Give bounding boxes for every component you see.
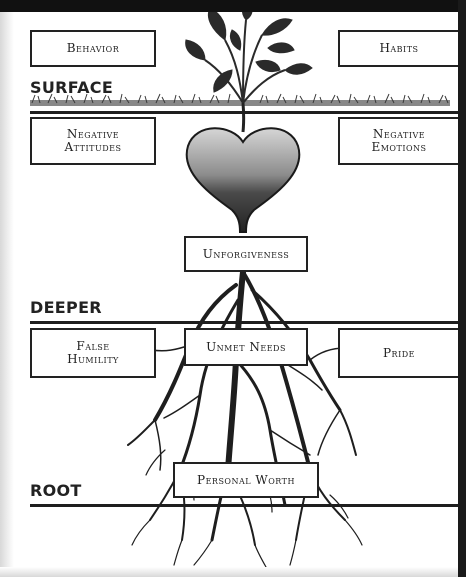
negative-emotions-box: Negative Emotions	[338, 117, 460, 165]
right-border	[458, 0, 466, 577]
negative-emotions-label-line2: Emotions	[371, 141, 426, 154]
unforgiveness-label: Unforgiveness	[203, 248, 290, 261]
level-label-surface: SURFACE	[30, 78, 113, 97]
habits-label: Habits	[379, 42, 418, 55]
roots	[128, 272, 362, 567]
personal-worth-box: Personal Worth	[173, 462, 319, 498]
behavior-label: Behavior	[67, 42, 120, 55]
false-humility-label-line2: Humility	[67, 353, 119, 366]
negative-attitudes-box: Negative Attitudes	[30, 117, 156, 165]
level-label-root: ROOT	[30, 481, 82, 500]
top-border	[0, 0, 466, 12]
habits-box: Habits	[338, 30, 460, 67]
unmet-needs-label: Unmet Needs	[206, 341, 286, 354]
bottom-scan-shade	[0, 567, 466, 577]
unmet-needs-box: Unmet Needs	[184, 328, 308, 366]
deeper-divider	[30, 321, 460, 324]
root-divider	[30, 504, 460, 507]
false-humility-box: False Humility	[30, 328, 156, 378]
behavior-box: Behavior	[30, 30, 156, 67]
plant	[186, 4, 312, 103]
level-label-deeper: DEEPER	[30, 298, 102, 317]
pride-box: Pride	[338, 328, 460, 378]
surface-divider	[30, 111, 460, 114]
pride-label: Pride	[383, 347, 415, 360]
personal-worth-label: Personal Worth	[197, 474, 295, 487]
unforgiveness-box: Unforgiveness	[184, 236, 308, 272]
heart-icon	[187, 128, 300, 232]
negative-attitudes-label-line2: Attitudes	[65, 141, 122, 154]
stem	[243, 103, 244, 132]
